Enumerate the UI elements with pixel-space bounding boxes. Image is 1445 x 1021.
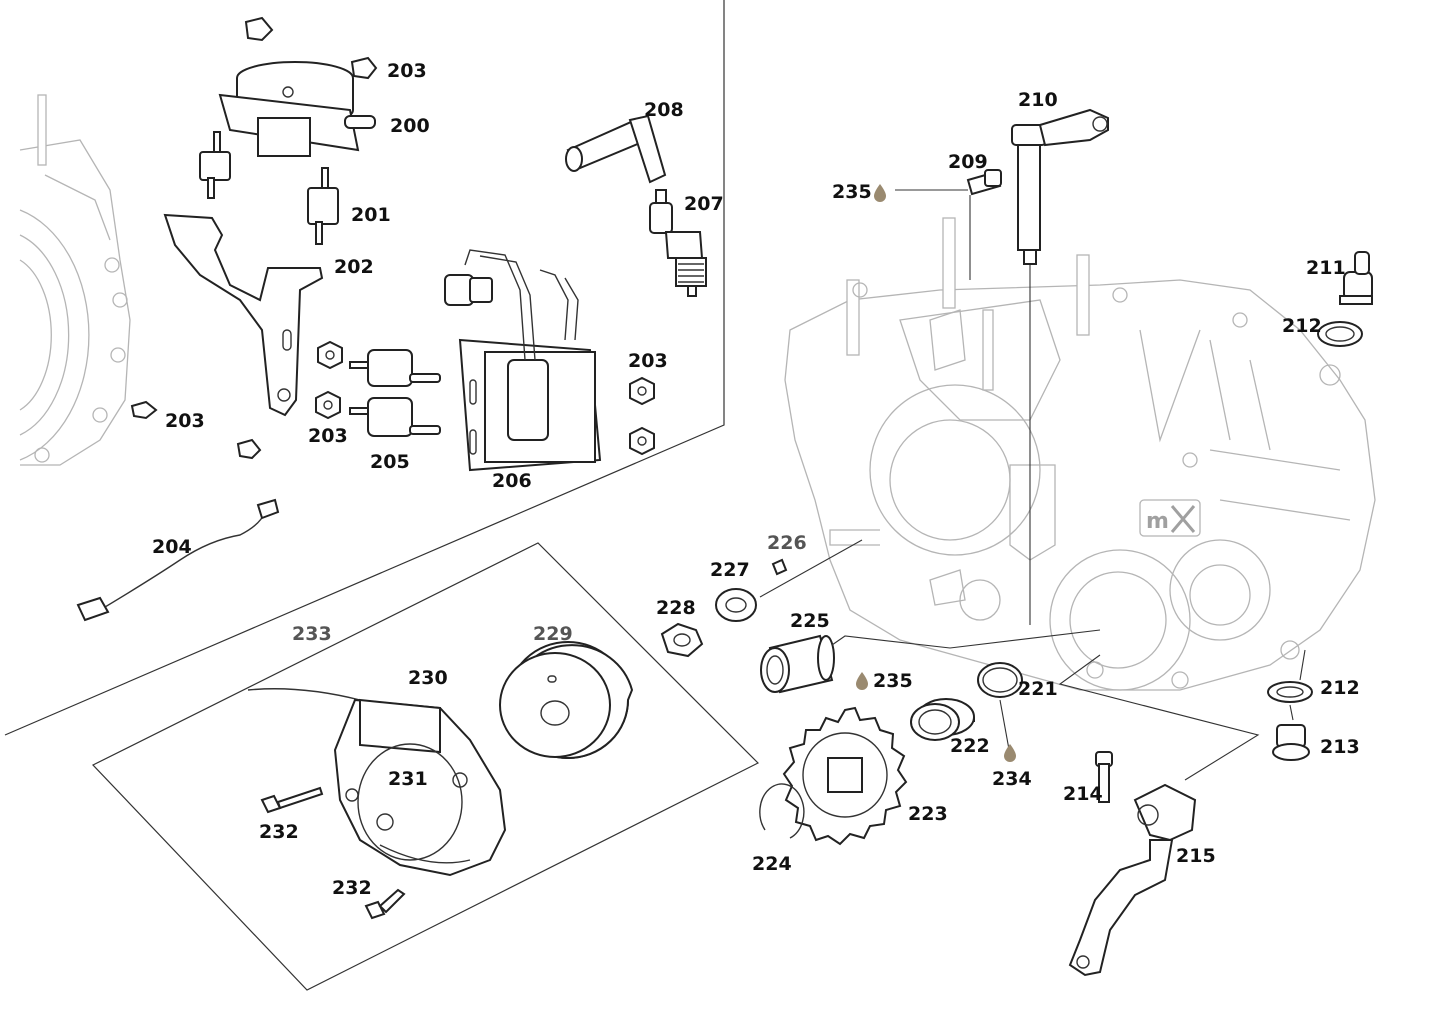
part-202-bracket — [163, 213, 324, 417]
callout-212: 212 — [1282, 315, 1322, 337]
callout-226: 226 — [767, 532, 807, 554]
leader-lines — [759, 189, 1306, 781]
callout-205: 205 — [370, 451, 410, 473]
part-203-nut-lower — [236, 438, 262, 460]
part-226-woodruff-key — [771, 558, 788, 576]
part-208-spark-plug-cap — [565, 114, 667, 184]
callout-203: 203 — [387, 60, 427, 82]
callout-221: 221 — [1018, 678, 1058, 700]
part-205-silent-block-a — [349, 349, 441, 387]
part-201-rubber-mount-a — [199, 131, 231, 199]
callout-213: 213 — [1320, 736, 1360, 758]
part-204-ground-cable — [76, 498, 280, 622]
callout-229: 229 — [533, 623, 573, 645]
ignition-group-frame — [4, 0, 725, 736]
callout-210: 210 — [1018, 89, 1058, 111]
sealant-drop-icon — [856, 672, 868, 690]
part-212-washer-top — [1317, 321, 1363, 347]
mx-logo: m — [1139, 499, 1201, 537]
part-209-vent-fitting — [966, 169, 1002, 196]
callout-208: 208 — [644, 99, 684, 121]
ghost-engine-crankcase: m — [784, 217, 1376, 691]
callout-232: 232 — [332, 877, 372, 899]
part-203-nut-left — [130, 400, 158, 420]
part-214-bolt — [1095, 751, 1113, 803]
part-203-nut-mid-b — [315, 390, 341, 420]
callout-206: 206 — [492, 470, 532, 492]
part-232-screw-a — [260, 786, 324, 814]
callout-203: 203 — [628, 350, 668, 372]
callout-204: 204 — [152, 536, 192, 558]
callout-223: 223 — [908, 803, 948, 825]
part-200-pickup — [218, 61, 376, 157]
part-205-silent-block-b — [349, 397, 441, 437]
part-210-shift-shaft — [1011, 108, 1109, 265]
callout-203: 203 — [308, 425, 348, 447]
callout-231: 231 — [388, 768, 428, 790]
part-203-nut-top-b — [350, 56, 378, 80]
callout-224: 224 — [752, 853, 792, 875]
part-222-bushing — [910, 698, 975, 741]
callout-227: 227 — [710, 559, 750, 581]
part-221-o-ring — [977, 662, 1023, 698]
callout-202: 202 — [334, 256, 374, 278]
callout-labels: 203 200 201 202 203 203 205 206 203 208 … — [152, 60, 1360, 899]
part-227-washer — [715, 588, 757, 622]
sealant-drop-icon — [874, 184, 886, 202]
callout-228: 228 — [656, 597, 696, 619]
part-224-circlip — [759, 783, 805, 839]
part-212-washer-bottom — [1267, 681, 1313, 703]
part-203-nut-mid-a — [317, 340, 343, 370]
svg-text:m: m — [1146, 509, 1169, 534]
callout-225: 225 — [790, 610, 830, 632]
callout-232: 232 — [259, 821, 299, 843]
callout-215: 215 — [1176, 845, 1216, 867]
part-206-ignition-coil — [444, 249, 602, 472]
part-215-shift-lever — [1068, 783, 1197, 977]
callout-234: 234 — [992, 768, 1032, 790]
callout-200: 200 — [390, 115, 430, 137]
sealant-drop-icon — [1004, 744, 1016, 762]
callout-203: 203 — [165, 410, 205, 432]
part-230-stator — [247, 688, 507, 877]
part-213-drain-plug — [1272, 724, 1310, 761]
callout-211: 211 — [1306, 257, 1346, 279]
part-207-spark-plug — [649, 189, 707, 297]
part-229-flywheel — [499, 641, 634, 759]
part-228-nut — [660, 622, 704, 658]
callout-233: 233 — [292, 623, 332, 645]
callout-235: 235 — [832, 181, 872, 203]
ghost-engine-left — [19, 94, 131, 466]
part-203-nut-top-a — [244, 16, 274, 42]
flywheel-group-frame — [92, 542, 760, 991]
part-223-sprocket — [782, 706, 908, 846]
callout-235: 235 — [873, 670, 913, 692]
callout-230: 230 — [408, 667, 448, 689]
part-211-fitting — [1339, 251, 1373, 305]
callout-207: 207 — [684, 193, 724, 215]
part-201-rubber-mount-b — [307, 167, 339, 245]
callout-212: 212 — [1320, 677, 1360, 699]
callout-222: 222 — [950, 735, 990, 757]
callout-214: 214 — [1063, 783, 1103, 805]
callout-209: 209 — [948, 151, 988, 173]
part-232-screw-b — [364, 888, 406, 920]
part-203-nut-right-a — [629, 376, 655, 406]
part-225-spacer — [760, 634, 835, 694]
callout-201: 201 — [351, 204, 391, 226]
part-203-nut-right-b — [629, 426, 655, 456]
